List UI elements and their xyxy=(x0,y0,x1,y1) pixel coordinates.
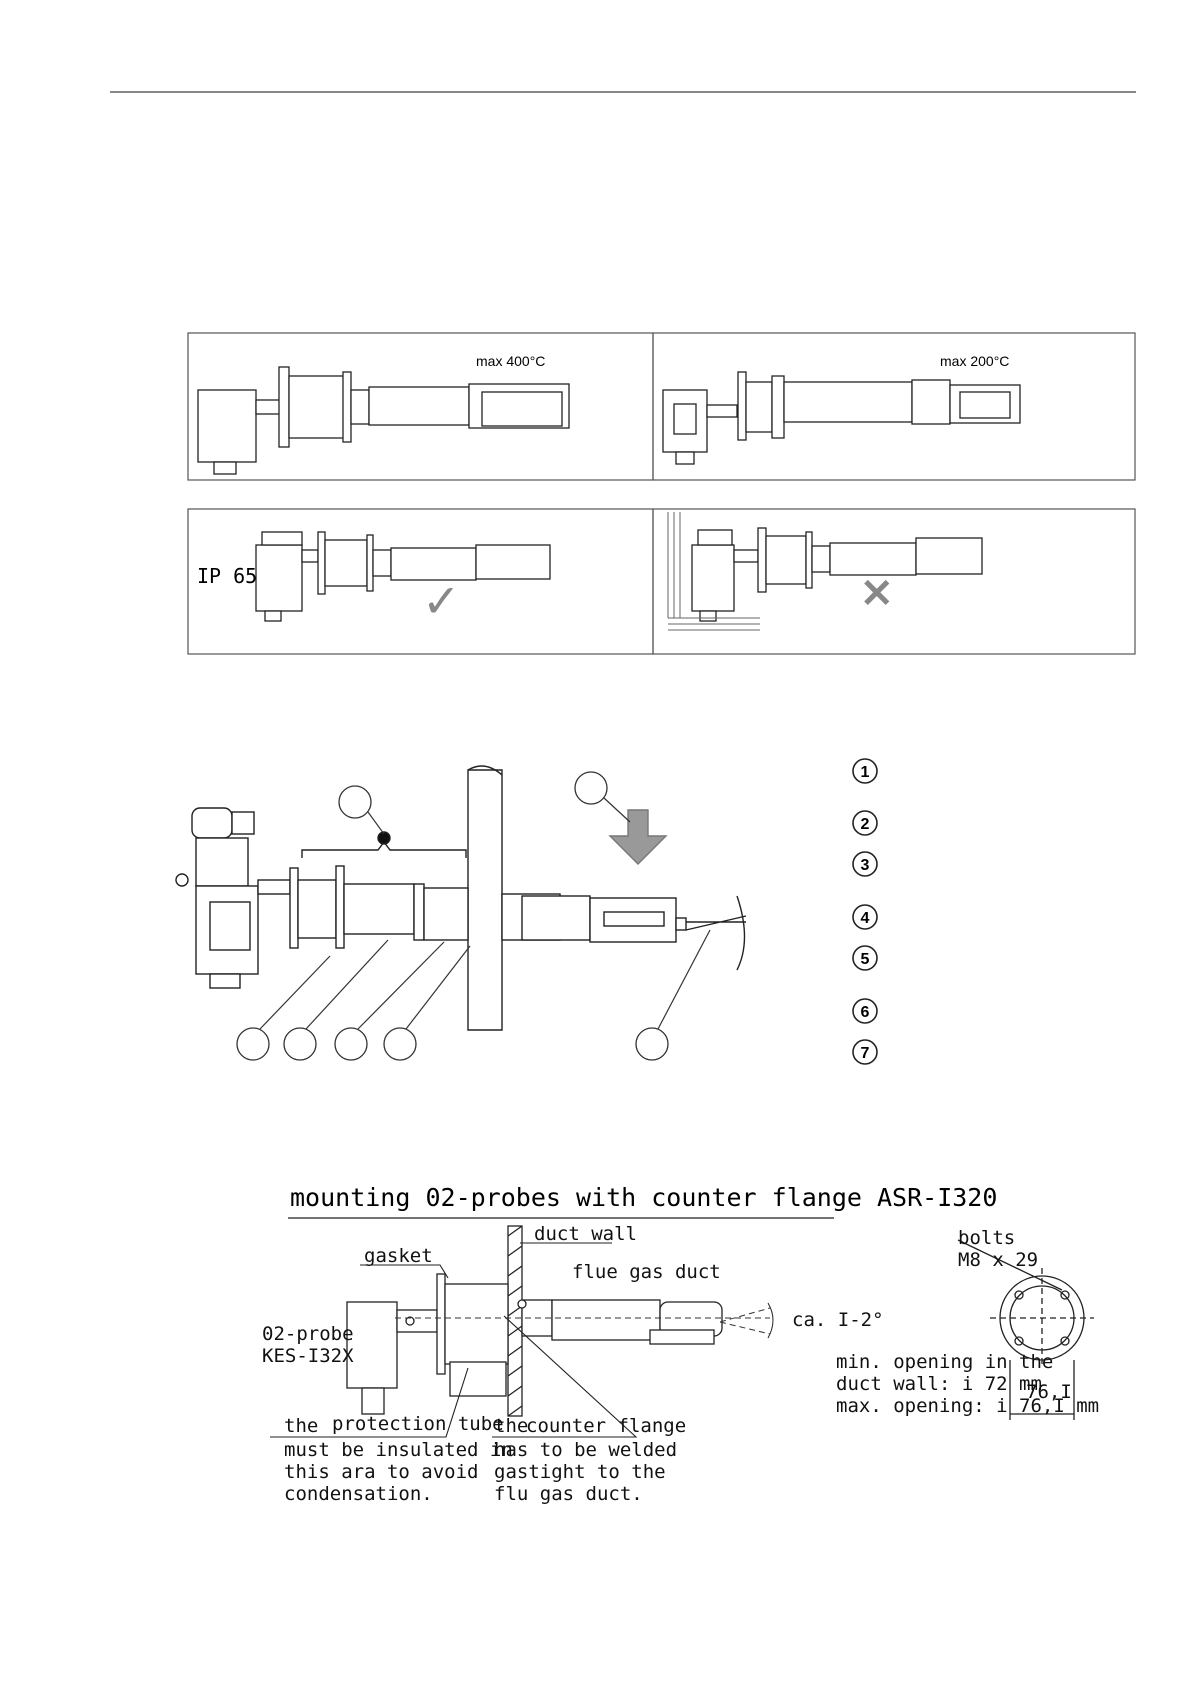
dimension-label: 76,I xyxy=(1026,1381,1072,1403)
counter-flange-label: counter flange xyxy=(526,1415,686,1437)
panel-top-left-temp: max 400°C xyxy=(476,353,545,369)
legend-number: 3 xyxy=(861,857,870,874)
mounting-drawing: mounting 02-probes with counter flange A… xyxy=(288,1183,997,1417)
legend-number: 5 xyxy=(861,951,870,968)
drawing-leaders xyxy=(270,1242,638,1438)
counter-flange-line3: gastight to the xyxy=(494,1461,666,1483)
cross-mark-icon: ✕ xyxy=(860,572,894,616)
probe-head xyxy=(346,1301,398,1389)
legend: 1 2 3 4 5 6 7 xyxy=(852,758,878,1065)
installation-diagram xyxy=(175,765,747,1031)
flange-front-view xyxy=(957,1239,1094,1420)
max-opening-label: max. opening: i 76,I mm xyxy=(836,1395,1099,1417)
probe-illustration-top-right xyxy=(662,371,1021,465)
protection-line3: this ara to avoid xyxy=(284,1461,478,1483)
drawing-labels: duct wall gasket flue gas duct 02-probe … xyxy=(262,1223,1099,1505)
protection-tube-label: protection tube xyxy=(332,1413,504,1435)
check-mark-icon: ✓ xyxy=(422,575,461,627)
legend-item: 2 xyxy=(852,810,878,836)
legend-item: 3 xyxy=(852,851,878,877)
min-opening-line2: duct wall: i 72 mm xyxy=(836,1373,1042,1395)
panel-grid xyxy=(187,332,1136,655)
drawing-title: mounting 02-probes with counter flange A… xyxy=(290,1183,997,1212)
flue-gas-duct-label: flue gas duct xyxy=(572,1261,721,1283)
panel-top-right-frame xyxy=(652,332,1136,481)
min-opening-line1: min. opening in the xyxy=(836,1351,1053,1373)
counter-flange-the: the xyxy=(494,1415,528,1437)
legend-number: 1 xyxy=(861,764,870,781)
probe-label-line1: 02-probe xyxy=(262,1323,354,1345)
callout-circles xyxy=(236,771,669,1061)
legend-number: 4 xyxy=(861,910,870,927)
callout-leaders xyxy=(259,797,711,1030)
angle-label: ca. I-2° xyxy=(792,1309,884,1331)
counter-flange-line4: flu gas duct. xyxy=(494,1483,643,1505)
probe-illustration-top-left xyxy=(197,366,570,475)
legend-number: 2 xyxy=(861,816,870,833)
protection-the: the xyxy=(284,1415,318,1437)
ip-rating-label: IP 65 xyxy=(197,564,257,588)
mounting-probe xyxy=(507,1225,523,1417)
center-lines xyxy=(395,1307,771,1335)
legend-item: 4 xyxy=(852,904,878,930)
legend-item: 7 xyxy=(852,1039,878,1065)
panel-top-right-temp: max 200°C xyxy=(940,353,1009,369)
legend-number: 6 xyxy=(861,1004,870,1021)
gasket-label: gasket xyxy=(364,1245,433,1267)
protection-line4: condensation. xyxy=(284,1483,433,1505)
angle-arc xyxy=(767,1302,774,1339)
probe-illustration-bottom-left xyxy=(255,531,551,622)
counter-flange-line2: has to be welded xyxy=(494,1439,677,1461)
protection-line2: must be insulated in xyxy=(284,1439,513,1461)
bolts-label-line2: M8 x 29 xyxy=(958,1249,1038,1271)
legend-number: 7 xyxy=(861,1045,870,1062)
bolts-label-line1: bolts xyxy=(958,1227,1015,1249)
probe-label-line2: KES-I32X xyxy=(262,1345,354,1367)
mounting-geometry xyxy=(346,1273,723,1415)
panel-bottom-right-frame xyxy=(652,508,1136,655)
duct-wall-label: duct wall xyxy=(534,1223,637,1245)
legend-item: 1 xyxy=(852,758,878,784)
wall-hatch xyxy=(667,512,760,631)
legend-item: 5 xyxy=(852,945,878,971)
legend-item: 6 xyxy=(852,998,878,1024)
probe-illustration-bottom-right xyxy=(691,527,983,622)
